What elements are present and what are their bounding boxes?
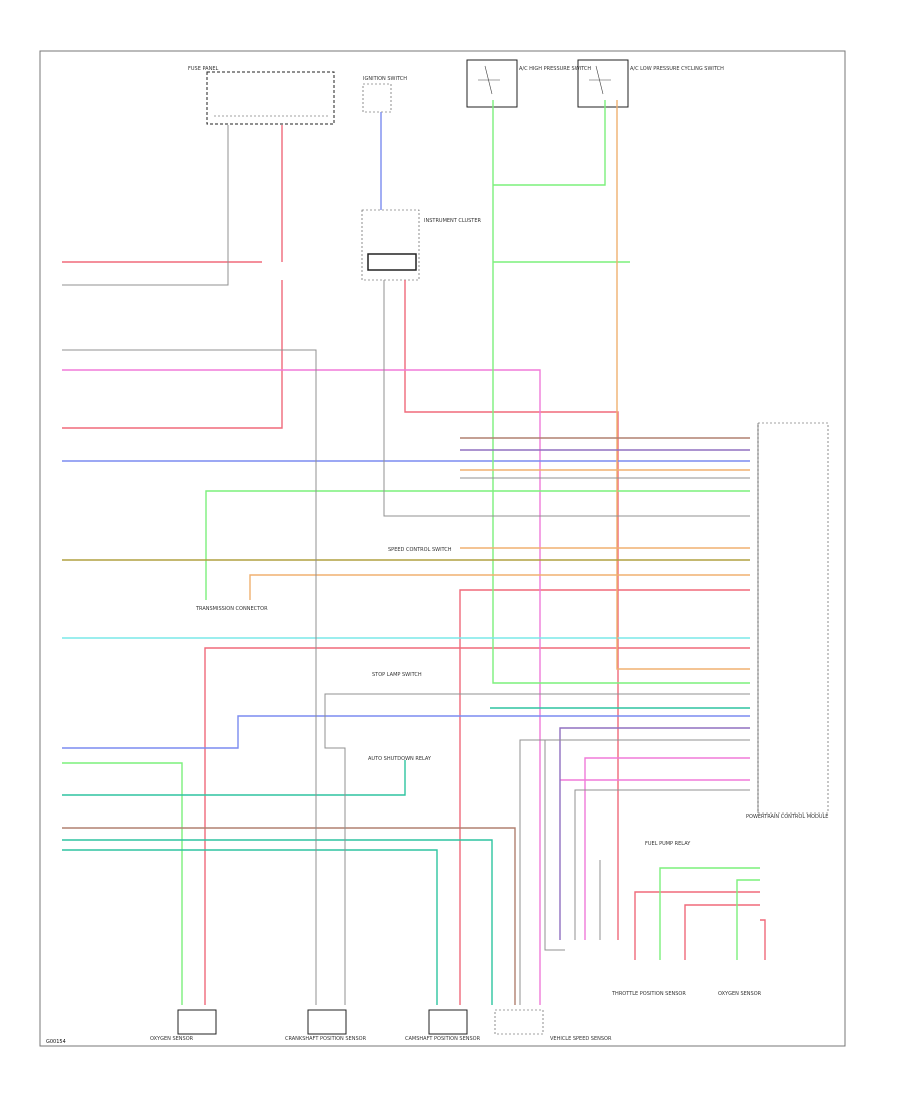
cam-sensor-label: CAMSHAFT POSITION SENSOR (405, 1036, 481, 1042)
pressure-switch-1: A/C HIGH PRESSURE SWITCH (466, 59, 591, 108)
ignition-switch-label: IGNITION SWITCH (363, 76, 407, 82)
throttle-sensor-label: THROTTLE POSITION SENSOR (611, 991, 686, 997)
vehicle-speed-sensor-label: VEHICLE SPEED SENSOR (550, 1036, 612, 1042)
asd-relay-label: AUTO SHUTDOWN RELAY (368, 756, 432, 762)
pressure-switch-2: A/C LOW PRESSURE CYCLING SWITCH (577, 59, 724, 108)
pcm-label: POWERTRAIN CONTROL MODULE (746, 814, 828, 820)
pressure-switch-2-label: A/C LOW PRESSURE CYCLING SWITCH (630, 66, 724, 72)
oxygen-sensor-1: OXYGEN SENSOR (150, 1009, 217, 1042)
fuse-block: FUSE PANEL (188, 66, 335, 125)
wire-red (62, 125, 766, 1005)
wire-orange (249, 100, 750, 670)
ignition-switch: IGNITION SWITCH (362, 76, 407, 113)
fuel-pump-relay-label: FUEL PUMP RELAY (645, 841, 691, 847)
instrument-cluster-label: INSTRUMENT CLUSTER (424, 218, 482, 224)
footer-code: G00154 (46, 1039, 66, 1045)
wire-gray (62, 125, 750, 1005)
diagram-frame (39, 50, 846, 1047)
brake-switch-label: STOP LAMP SWITCH (372, 672, 422, 678)
oxygen-sensor-2-label: OXYGEN SENSOR (718, 991, 762, 997)
oxygen-sensor-1-label: OXYGEN SENSOR (150, 1036, 194, 1042)
vehicle-speed-sensor: VEHICLE SPEED SENSOR (494, 1009, 612, 1042)
instrument-cluster: INSTRUMENT CLUSTER (361, 209, 482, 281)
transmission-connector-label: TRANSMISSION CONNECTOR (195, 606, 268, 612)
wire-green (62, 100, 760, 1005)
crank-sensor-label: CRANKSHAFT POSITION SENSOR (285, 1036, 367, 1042)
pressure-switch-1-label: A/C HIGH PRESSURE SWITCH (519, 66, 591, 72)
oxygen-sensor-2: OXYGEN SENSOR (718, 991, 762, 997)
pcm-connector: POWERTRAIN CONTROL MODULE (746, 422, 828, 820)
wire-purple (460, 449, 750, 940)
fuse-block-label: FUSE PANEL (188, 66, 218, 72)
wire-pink (62, 369, 750, 1005)
speed-control-label: SPEED CONTROL SWITCH (388, 547, 452, 553)
throttle-sensor: THROTTLE POSITION SENSOR (611, 991, 686, 997)
wire-teal (62, 707, 750, 1005)
cam-sensor: CAMSHAFT POSITION SENSOR (405, 1009, 481, 1042)
wire-brown (62, 437, 750, 1005)
crank-sensor: CRANKSHAFT POSITION SENSOR (285, 1009, 367, 1042)
wire-blue (62, 112, 750, 749)
